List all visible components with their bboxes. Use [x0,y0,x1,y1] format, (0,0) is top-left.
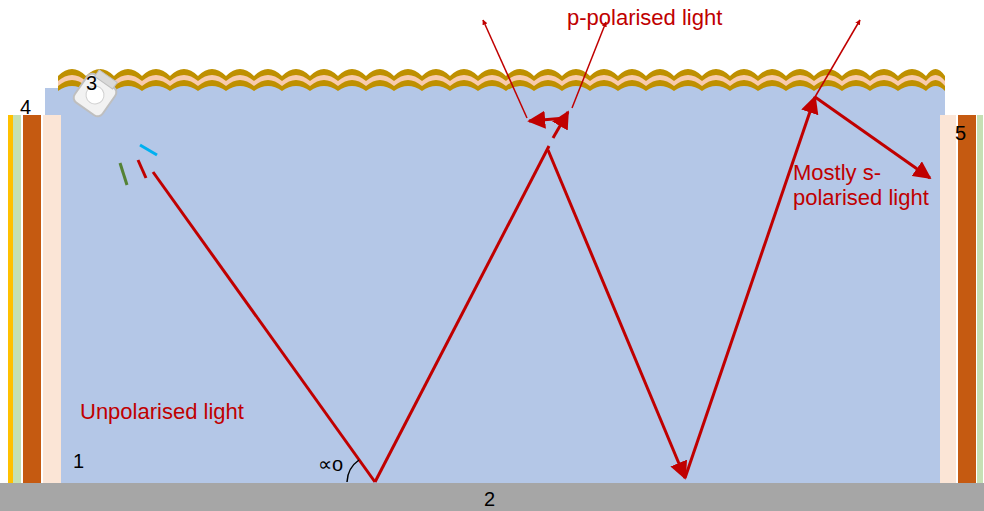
angle-label: ∝o [318,453,343,476]
callout-number: 5 [955,122,966,145]
callout-number: 2 [484,488,495,511]
ray-label: p-polarised light [567,5,722,30]
wall-layer [23,115,41,484]
wall-layer [13,115,21,484]
wall-layer [958,115,976,484]
tank-bottom [0,483,984,511]
ray-label: Mostly s-polarised light [793,160,933,211]
transmitted-ray [483,20,860,118]
light-ray [153,97,930,482]
led-symbol [71,66,122,118]
callout-number: 1 [73,450,84,473]
ray-label: Unpolarised light [80,399,244,424]
angle-arc [347,460,359,482]
wall-layer [940,115,956,484]
light-dash [140,145,157,155]
light-dash [120,163,127,185]
wall-layer [8,115,13,484]
water [45,88,945,484]
wall-layer [977,115,983,484]
callout-number: 4 [20,96,31,119]
light-dash [138,160,146,178]
wall-layer [43,115,61,484]
callout-number: 3 [86,72,97,95]
